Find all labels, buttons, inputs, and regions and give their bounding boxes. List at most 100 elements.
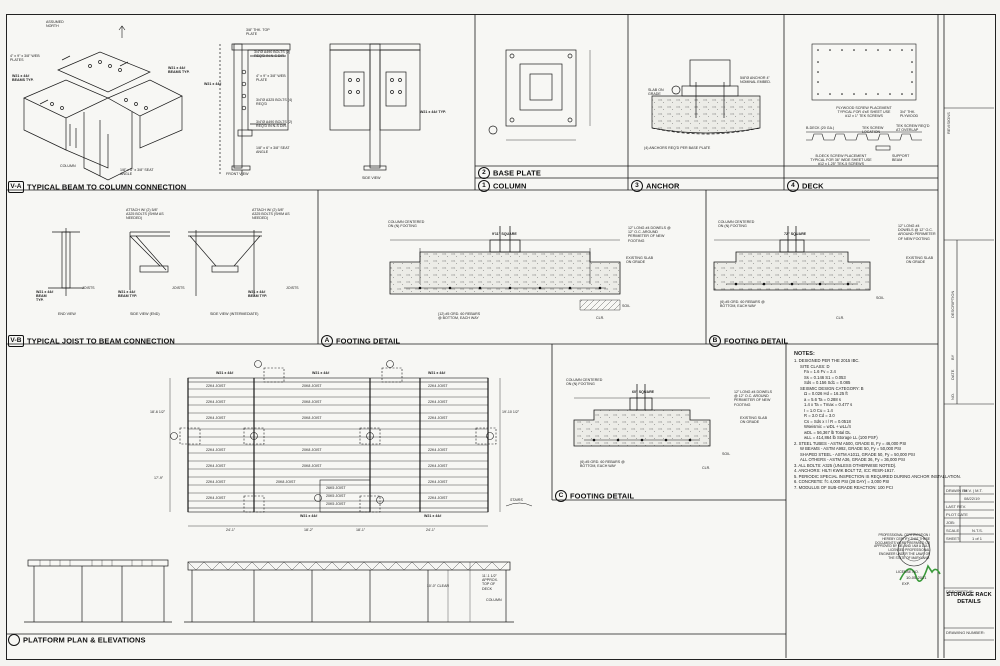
label-assumed-north: ASSUMED NORTH <box>46 20 64 29</box>
tb-date-val: 08/22/19 <box>964 496 980 501</box>
note-line: W BEAMS - ASTM A992, GRADE 50, Fy = 50,0… <box>800 446 902 451</box>
view-title-deck-text: DECK <box>802 181 824 191</box>
label-top-plate: 3/8" THK. TOP PLATE <box>246 28 270 37</box>
tb-by: BY <box>950 354 955 360</box>
label-dim-4: 24'-1" <box>426 528 436 532</box>
note-line: wLL = 414,864 lb Storage LL (100 PSF) <box>804 435 878 440</box>
view-num-2: 2 <box>478 167 490 179</box>
label-dim-3: 18'-1" <box>356 528 366 532</box>
label-joist-15: 22K4 JOIST <box>428 464 448 468</box>
label-stairs: STAIRS <box>510 498 523 502</box>
label-plywood-screw: PLYWOOD SCREW PLACEMENT TYPICAL FOR 4'x8… <box>836 106 892 119</box>
label-a490-bolts: 3/4"Ø A490 BOLTS (2) REQ'D IN N-S DIR. <box>254 50 291 59</box>
label-joist-5: 20K8 JOIST <box>302 400 322 404</box>
label-square-a: 9'11" SQUARE <box>492 232 517 236</box>
view-title-footing-a-text: FOOTING DETAIL <box>336 336 401 346</box>
label-column: COLUMN <box>60 164 76 168</box>
label-plywood-thk: 3/4" THK. PLYWOOD <box>900 110 919 119</box>
label-rebars-c: (6) #5 GRD. 60 REBARS @ BOTTOM, EACH WAY <box>580 460 625 469</box>
note-line: 1. DESIGNED PER THE 2015 IBC. <box>794 358 860 363</box>
label-square-c: 60" SQUARE <box>632 390 655 394</box>
label-dowels-b: 12" LONG #4 DOWELS @ 12" O.C. AROUND PER… <box>898 224 936 241</box>
tb-descriptive: DESCRIPTIVE: <box>946 589 974 594</box>
label-joist-6: 22K4 JOIST <box>428 400 448 404</box>
label-beam-top-1: W21 x 44# <box>216 371 234 375</box>
label-beam-bottom-1: W21 x 44# <box>300 514 318 518</box>
tb-sheet-val: 1 of 1 <box>972 536 983 541</box>
view-title-column-text: COLUMN <box>493 181 527 191</box>
view-title-footing-b-text: FOOTING DETAIL <box>724 336 789 346</box>
label-clear-height: 10'-0" CLEAR <box>426 584 450 588</box>
label-joist-7: 22K4 JOIST <box>206 416 226 420</box>
label-attach-1: ATTACH W/ (2) 5/8" A325 BOLTS (SHIM AS N… <box>126 208 164 221</box>
label-joist-19: 26K5 JOIST <box>326 486 346 490</box>
tb-seal-date: 10-05-2021 <box>906 575 927 580</box>
label-joist-20: 20K5 JOIST <box>326 494 346 498</box>
note-line: Ω = 0.026 Hd = 16.25 ft <box>804 391 848 396</box>
label-web-plates: 4" x 9" x 3/8" WEB PLATES <box>10 54 40 63</box>
view-title-anchor-text: ANCHOR <box>646 181 680 191</box>
label-clr-a: CLR. <box>596 316 605 320</box>
label-dim-right: 19'-10 1/2" <box>502 410 520 414</box>
label-tek-screw: TEK SCREW LOCATION <box>862 126 884 135</box>
note-line: 2. STEEL TUBES - ASTM A500, GRADE B, Fy … <box>794 440 907 446</box>
label-anchors-req: (4) ANCHORS REQ'D PER BASE PLATE <box>644 146 711 150</box>
note-line: 5. PERIODIC SPECIAL INSPECTION IS REQUIR… <box>794 473 961 479</box>
note-line: 4. ANCHORS: HILTI KWIK BOLT TZ, ICC #ESR… <box>794 468 895 473</box>
label-beam-bottom-2: W21 x 44# <box>424 514 442 518</box>
label-beam-top-3: W21 x 44# <box>428 371 446 375</box>
label-end-view: END VIEW <box>58 312 76 316</box>
label-side-view-int: SIDE VIEW (INTERMEDIATE) <box>210 312 259 316</box>
label-joists-2: JOISTS <box>172 286 185 290</box>
label-dowels-a: 12" LONG #4 DOWELS @ 12" O.C. AROUND PER… <box>628 226 671 243</box>
tb-scale: SCALE: <box>946 528 961 533</box>
label-w21-44-vertical: W21 x 44# <box>204 82 222 86</box>
label-joist-4: 22K4 JOIST <box>206 400 226 404</box>
view-num-platform <box>8 634 20 646</box>
view-num-c: C <box>555 490 567 502</box>
drawing-sheet <box>6 14 996 660</box>
label-joist-22: 22K4 JOIST <box>206 496 226 500</box>
label-w21-beams-right: W21 x 44# BEAMS TYP. <box>168 66 190 75</box>
label-clr-c: CLR. <box>702 466 711 470</box>
view-title-va-text: TYPICAL BEAM TO COLUMN CONNECTION <box>27 182 187 192</box>
tb-exp: EXP. <box>902 582 910 586</box>
label-joists-1: JOISTS <box>82 286 95 290</box>
label-w21-beam-typ-1: W21 x 44# BEAM TYP. <box>36 290 54 303</box>
label-soil-c: SOIL <box>722 452 731 456</box>
label-joist-17: 20K8 JOIST <box>276 480 296 484</box>
label-seat-angle-front: 1/8" x 6" x 3/8" SEAT ANGLE <box>256 146 290 155</box>
view-num-4: 4 <box>787 180 799 192</box>
label-dim-1: 24'-1" <box>226 528 236 532</box>
tb-license: LICENSE NO. <box>896 570 919 574</box>
view-title-platform: PLATFORM PLAN & ELEVATIONS <box>8 634 146 646</box>
label-joist-3: 22K4 JOIST <box>428 384 448 388</box>
label-w21-44-typ: W21 x 44# TYP. <box>420 110 446 114</box>
label-existing-slab-c: EXISTING SLAB ON GRADE <box>740 416 767 425</box>
tb-drawn-by: DRAWN BY: <box>946 488 969 493</box>
view-num-1: 1 <box>478 180 490 192</box>
label-soil-a: SOIL <box>622 304 631 308</box>
label-a490-bolts-2: 3/4"Ø A490 BOLTS (2) REQ'D IN N-S DIR. <box>256 120 293 129</box>
view-num-va: V-A <box>8 181 24 193</box>
label-existing-slab-a: EXISTING SLAB ON GRADE <box>626 256 653 265</box>
view-title-footing-c-text: FOOTING DETAIL <box>570 491 635 501</box>
label-col-centered-a: COLUMN CENTERED ON (N) FOOTING <box>388 220 425 229</box>
label-joist-9: 22K4 JOIST <box>428 416 448 420</box>
view-title-platform-text: PLATFORM PLAN & ELEVATIONS <box>23 635 146 645</box>
note-line: ALL OTHERS - ASTM A36, GRADE 36, Fy = 36… <box>800 457 905 462</box>
note-line: Ss = 0.146 S1 = 0.053 <box>804 374 846 380</box>
view-num-vb: V-B <box>8 335 24 347</box>
label-seat-angle: 1/8" x 6" x 3/8" SEAT ANGLE <box>120 168 154 177</box>
note-line: SHAPED STEEL - ASTM A1011, GRADE 50, Fy … <box>800 451 915 457</box>
note-line: SITE CLASS: D <box>800 363 830 369</box>
note-line: a = 5.6 Ta = 0.288 s <box>804 396 841 402</box>
note-line: I = 1.0 Cu = 1.4 <box>804 407 833 413</box>
tb-no: NO. <box>950 392 955 400</box>
